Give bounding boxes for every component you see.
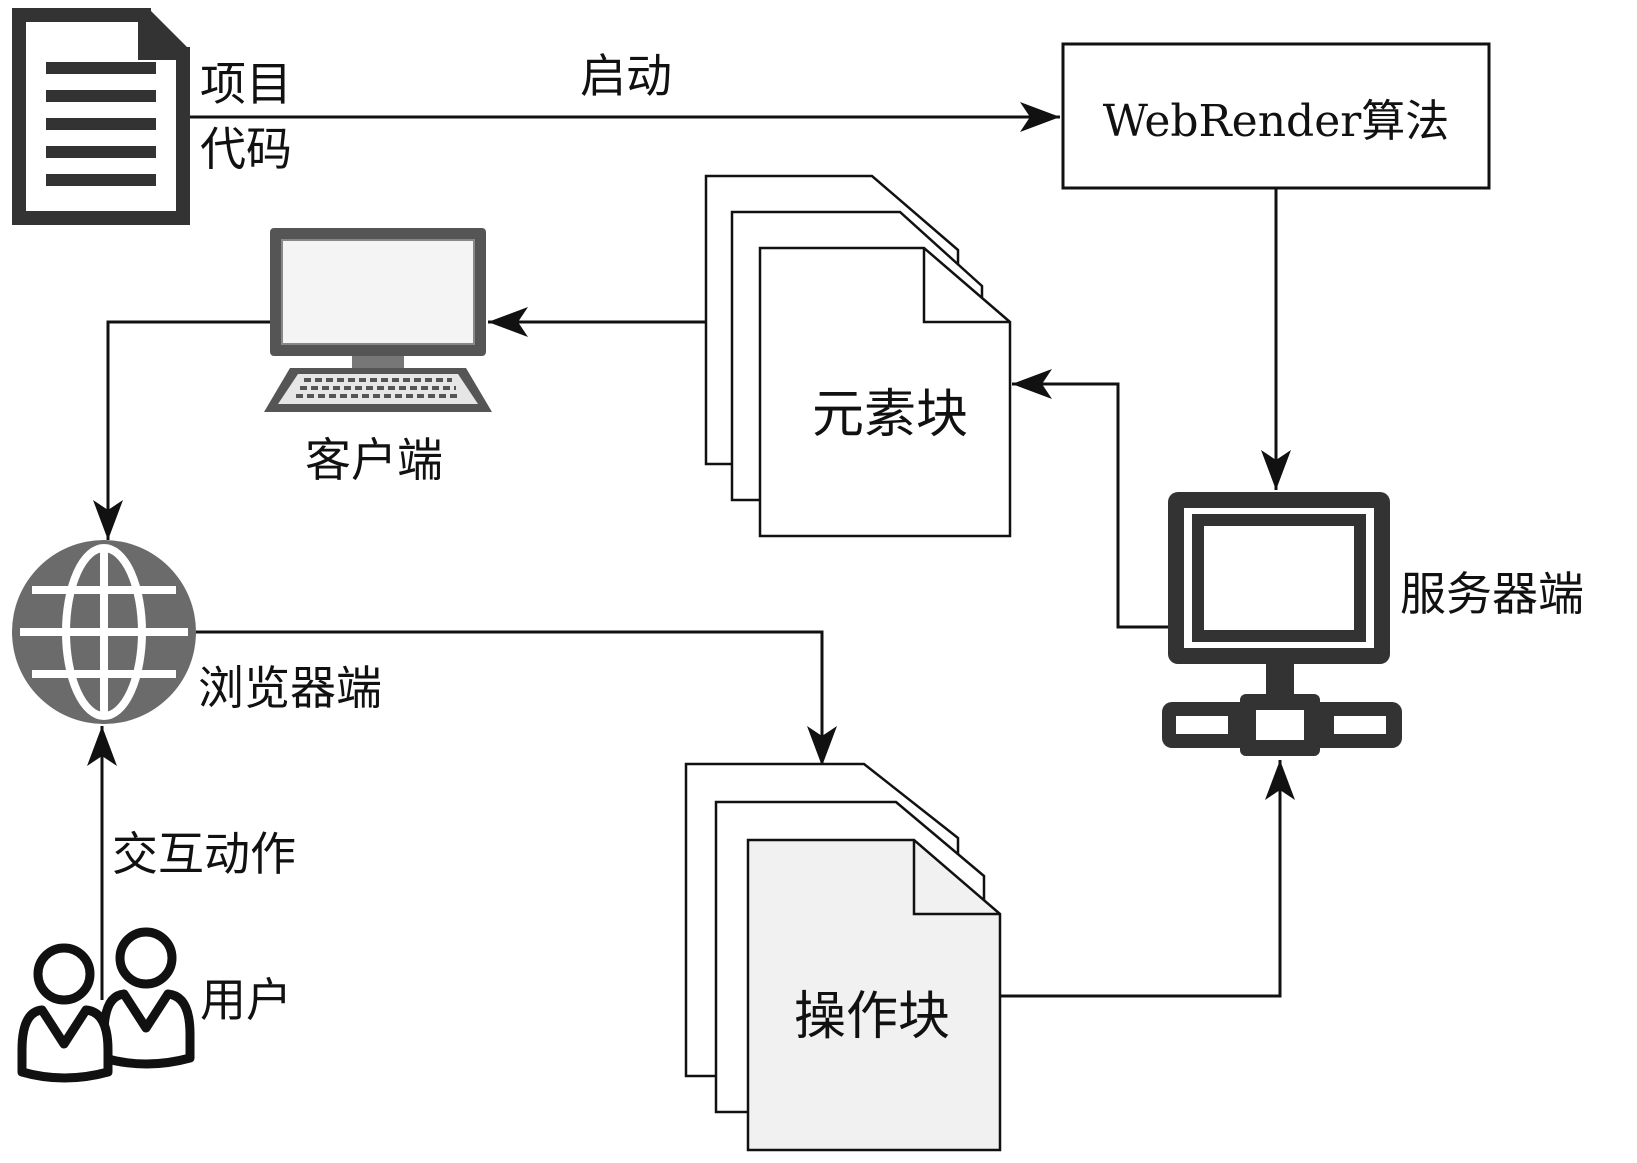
edge-interaction-label: 交互动作	[112, 827, 296, 881]
edge-server-element	[1012, 369, 1176, 629]
document-icon	[12, 8, 190, 225]
project-code-label-line1: 项目	[200, 57, 292, 111]
client-label: 客户端	[305, 433, 443, 487]
laptop-icon	[264, 228, 492, 412]
operation-block-label: 操作块	[794, 987, 950, 1047]
webrender-label: WebRender算法	[1103, 96, 1450, 147]
server-computer-icon	[1162, 492, 1402, 756]
browser-label: 浏览器端	[198, 661, 382, 715]
stacked-pages-icon	[704, 174, 1012, 538]
edge-start-label: 启动	[580, 49, 672, 103]
edge-operation-server	[1000, 760, 1295, 998]
users-icon	[17, 927, 195, 1083]
stacked-pages-icon-operation	[684, 762, 1002, 1152]
globe-icon	[12, 540, 196, 724]
edge-client-browser	[93, 320, 270, 540]
project-code-label-line2: 代码	[200, 122, 292, 176]
edge-browser-operation	[196, 630, 837, 766]
user-label: 用户	[200, 973, 292, 1027]
element-block-label: 元素块	[812, 385, 968, 445]
server-label: 服务器端	[1400, 567, 1584, 621]
